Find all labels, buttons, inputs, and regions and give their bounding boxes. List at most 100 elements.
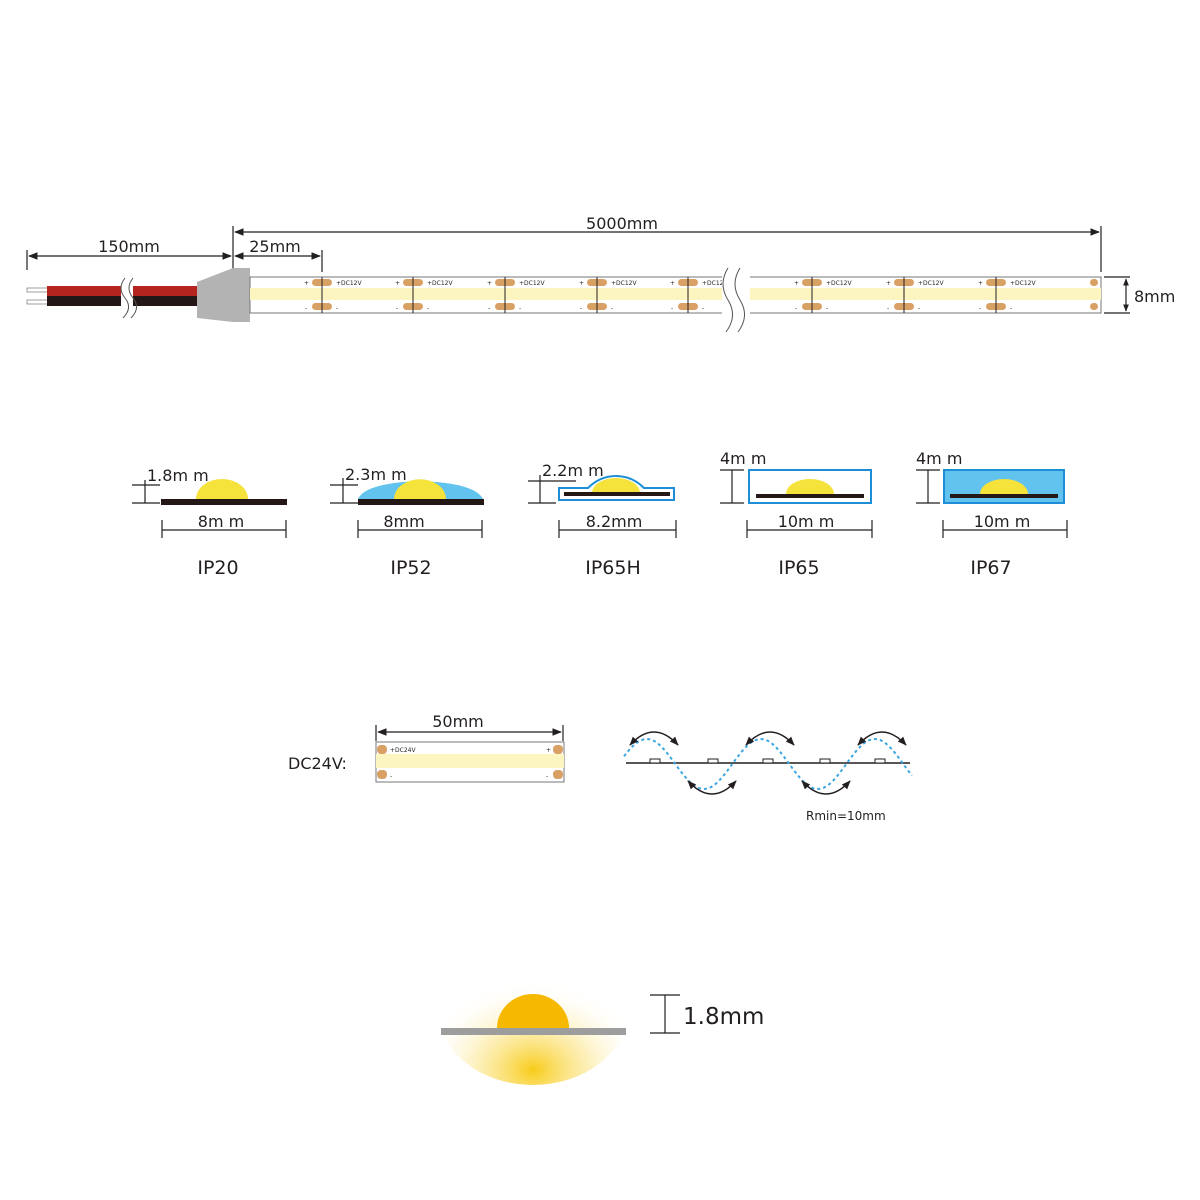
bend-wave: [623, 737, 913, 791]
cable-length-label: 150mm: [98, 237, 160, 256]
minus-mark: -: [546, 773, 548, 780]
plus-mark: +: [546, 747, 551, 754]
width-label: 8m m: [198, 512, 244, 531]
cut-point: +DC12V + - -: [794, 277, 852, 313]
profile-ip65h: 2.2m m 8.2mm IP65H: [528, 461, 677, 579]
width-dimension: 8mm: [1104, 276, 1175, 314]
cut-length-label: 25mm: [249, 237, 301, 256]
minus-mark: -: [979, 305, 981, 312]
minus-mark: -: [611, 305, 613, 312]
ip-profiles: 1.8m m 8m m IP20 2.3m m 8mm IP52 2.2m m: [132, 449, 1068, 579]
polarity-mark: +DC12V: [336, 280, 362, 287]
polarity-mark: +DC12V: [918, 280, 944, 287]
minus-mark: -: [427, 305, 429, 312]
cut-segment: DC24V: 50mm +DC24V + - -: [288, 712, 565, 783]
end-connector: [197, 268, 250, 322]
plus-mark: +: [487, 280, 492, 287]
cut-length-dimension: 25mm: [234, 237, 323, 272]
ip-rating-label: IP65H: [585, 557, 641, 579]
width-label: 8mm: [383, 512, 424, 531]
height-label: 4m m: [916, 449, 962, 468]
minus-mark: -: [671, 305, 673, 312]
polarity-mark: +DC24V: [390, 747, 416, 754]
minus-mark: -: [918, 305, 920, 312]
led-marker: [762, 758, 774, 764]
minus-mark: -: [887, 305, 889, 312]
solder-pad: [553, 745, 563, 754]
led-marker: [819, 758, 831, 764]
profile-ip67: 4m m 10m m IP67: [916, 449, 1068, 579]
voltage-label: DC24V:: [288, 754, 347, 773]
led-height-diagram: 1.8mm: [438, 935, 764, 1085]
solder-pad: [1090, 303, 1098, 310]
plus-mark: +: [794, 280, 799, 287]
led-strip: +DC12V+--+DC12V+--+DC12V+--+DC12V+--+DC1…: [249, 267, 1102, 333]
minus-mark: -: [336, 305, 338, 312]
solder-pad: [1090, 279, 1098, 286]
led-chip: [497, 994, 569, 1028]
solder-pad: [377, 770, 387, 779]
plus-mark: +: [395, 280, 400, 287]
bend-arrow: [687, 780, 737, 795]
led-marker: [874, 758, 886, 764]
cut-point: +DC12V + - -: [304, 277, 362, 313]
profile-ip65: 4m m 10m m IP65: [720, 449, 873, 579]
minus-mark: -: [390, 773, 392, 780]
height-label: 1.8m m: [147, 466, 209, 485]
ip-rating-label: IP20: [197, 557, 238, 579]
cut-point: +DC12V + - -: [579, 277, 637, 313]
cut-point: +DC12V+--: [487, 277, 545, 313]
width-label: 8.2mm: [586, 512, 643, 531]
polarity-mark: +DC12V: [826, 280, 852, 287]
plus-mark: +: [886, 280, 891, 287]
minus-mark: -: [1010, 305, 1012, 312]
plus-mark: +: [304, 280, 309, 287]
ip-rating-label: IP67: [970, 557, 1011, 579]
height-label: 2.2m m: [542, 461, 604, 480]
cable-length-dimension: 150mm: [26, 226, 234, 272]
power-cable: [26, 277, 199, 319]
polarity-mark: +DC12V: [519, 280, 545, 287]
cut-point: +DC12V + - -: [670, 277, 728, 313]
plus-mark: +: [670, 280, 675, 287]
plus-mark: +: [978, 280, 983, 287]
minus-mark: -: [702, 305, 704, 312]
width-label: 8mm: [1134, 287, 1175, 306]
ip-rating-label: IP52: [390, 557, 431, 579]
width-label: 10m m: [974, 512, 1031, 531]
minus-mark: -: [826, 305, 828, 312]
polarity-mark: +DC12V: [702, 280, 728, 287]
minus-mark: -: [580, 305, 582, 312]
polarity-mark: +DC12V: [611, 280, 637, 287]
height-label: 4m m: [720, 449, 766, 468]
total-length-label: 5000mm: [586, 214, 658, 233]
led-marker: [707, 758, 719, 764]
bending-diagram: Rmin=10mm: [623, 731, 913, 823]
minus-mark: -: [795, 305, 797, 312]
bend-arrow: [857, 731, 907, 746]
strip-overview: 150mm 25mm 5000mm 8mm: [26, 214, 1175, 333]
cut-point: +DC12V + - -: [978, 277, 1036, 313]
led-marker: [649, 758, 661, 764]
height-label: 2.3m m: [345, 465, 407, 484]
polarity-mark: +DC12V: [427, 280, 453, 287]
bend-arrow: [745, 731, 795, 746]
break-mark: [722, 267, 733, 333]
cut-point: +DC12V + - -: [886, 277, 944, 313]
segment-length-label: 50mm: [432, 712, 484, 731]
minus-mark: -: [305, 305, 307, 312]
cut-point: +DC12V + - -: [395, 277, 453, 313]
minus-mark: -: [488, 305, 490, 312]
solder-pad: [553, 770, 563, 779]
min-radius-label: Rmin=10mm: [806, 809, 886, 823]
ip-rating-label: IP65: [778, 557, 819, 579]
minus-mark: -: [396, 305, 398, 312]
led-height-label: 1.8mm: [683, 1004, 764, 1030]
width-label: 10m m: [778, 512, 835, 531]
plus-mark: +: [579, 280, 584, 287]
pcb-base: [441, 1028, 626, 1035]
profile-ip20: 1.8m m 8m m IP20: [132, 466, 287, 579]
polarity-mark: +DC12V: [1010, 280, 1036, 287]
total-length-dimension: 5000mm: [234, 214, 1102, 272]
